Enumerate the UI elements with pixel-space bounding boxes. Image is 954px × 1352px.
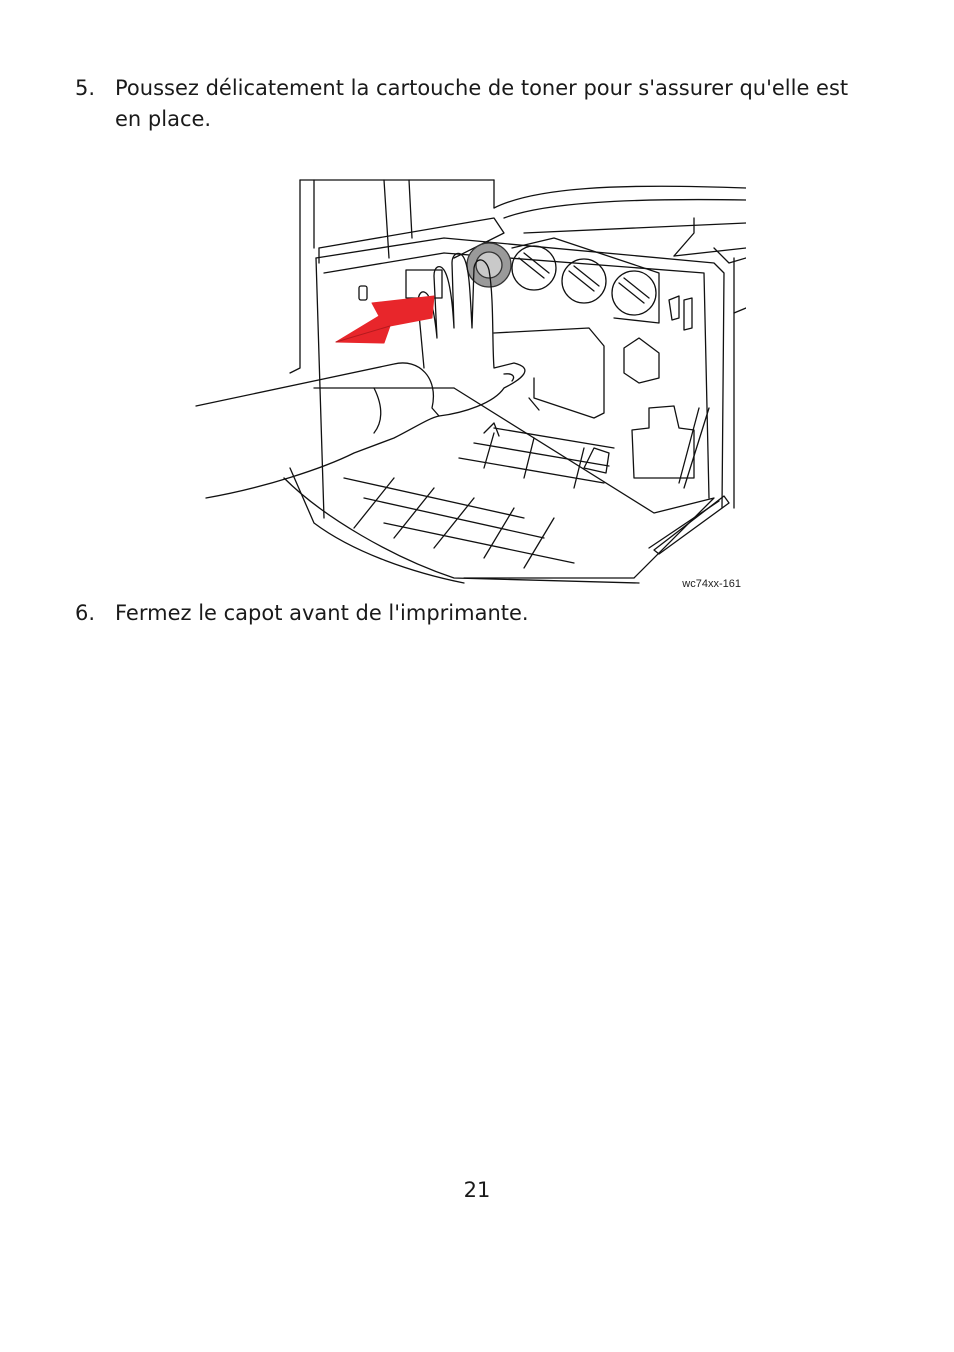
step-5: 5. Poussez délicatement la cartouche de … xyxy=(75,73,855,135)
step-number: 5. xyxy=(75,76,96,100)
figure-code: wc74xx-161 xyxy=(681,578,742,590)
step-text: Fermez le capot avant de l'imprimante. xyxy=(115,601,529,625)
toner-illustration: wc74xx-161 xyxy=(194,178,746,590)
step-text: Poussez délicatement la cartouche de ton… xyxy=(115,76,849,131)
printer-toner-install-illustration-icon xyxy=(195,179,746,584)
page-number: 21 xyxy=(463,1178,491,1202)
step-number: 6. xyxy=(75,601,96,625)
step-6: 6. Fermez le capot avant de l'imprimante… xyxy=(75,598,855,629)
